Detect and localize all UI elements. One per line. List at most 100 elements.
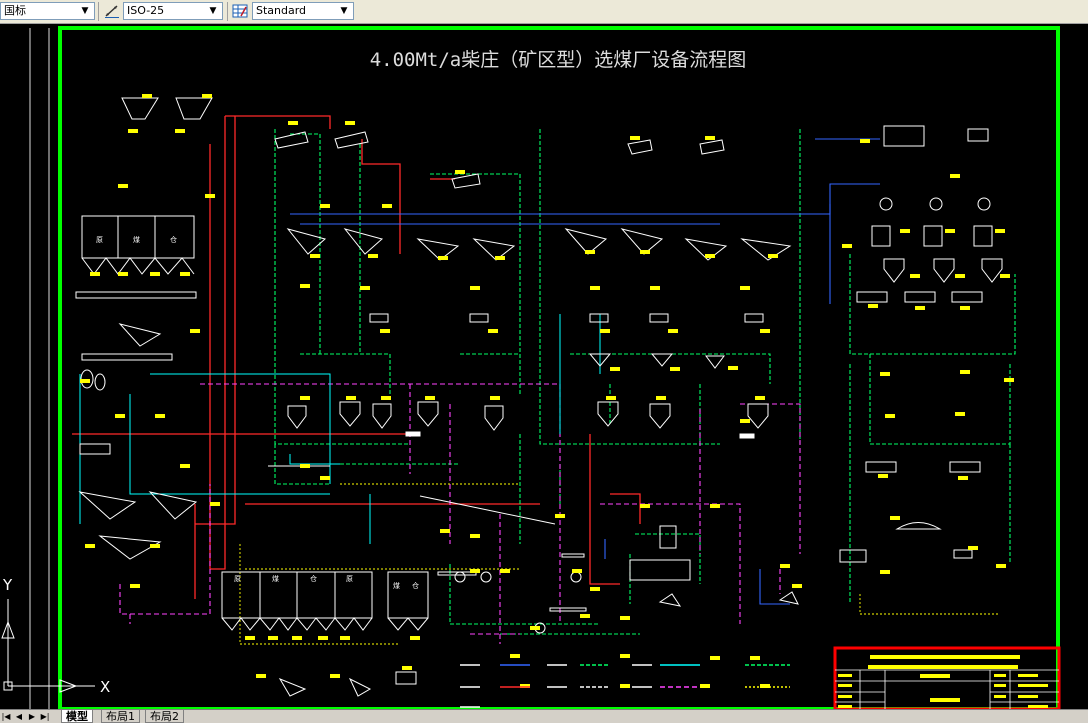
bin-label: 原: [96, 236, 103, 244]
equipment-number-tag: [495, 256, 505, 260]
equipment-number-tag: [300, 464, 310, 468]
equipment-number-tag: [470, 286, 480, 290]
equipment-number-tag: [792, 584, 802, 588]
equipment-number-tag: [510, 654, 520, 658]
equipment-number-tag: [150, 272, 160, 276]
equipment-number-tag: [620, 616, 630, 620]
drawing-frame: [58, 26, 1060, 709]
equipment-number-tag: [380, 329, 390, 333]
equipment-number-tag: [318, 636, 328, 640]
equipment-group: [75, 97, 1003, 697]
equipment-number-tag: [640, 250, 650, 254]
equipment-number-tag: [900, 229, 910, 233]
last-tab-button[interactable]: ▶|: [40, 712, 50, 721]
equipment-number-tag: [996, 564, 1006, 568]
first-tab-button[interactable]: |◀: [1, 712, 11, 721]
chevron-down-icon[interactable]: ▼: [81, 6, 89, 16]
drawing-title: 4.00Mt/a柴庄（矿区型）选煤厂设备流程图: [370, 49, 747, 71]
equipment-number-tag: [968, 546, 978, 550]
filter-press: [856, 291, 888, 303]
equipment-number-tag: [320, 204, 330, 208]
flowsheet-drawing: 4.00Mt/a柴庄（矿区型）选煤厂设备流程图: [0, 24, 1088, 709]
equipment-number-tag: [755, 396, 765, 400]
equipment-number-tag: [760, 329, 770, 333]
equipment-number-tag: [128, 129, 138, 133]
equipment-number-tag: [555, 514, 565, 518]
equipment-number-tag: [750, 656, 760, 660]
equipment-number-tag: [580, 614, 590, 618]
equipment-number-tag: [630, 136, 640, 140]
tab-layout2[interactable]: 布局2: [145, 710, 184, 723]
equipment-number-tag: [180, 464, 190, 468]
equipment-number-tags: [80, 94, 1014, 688]
equipment-number-tag: [710, 656, 720, 660]
bin-label: 仓: [310, 574, 317, 583]
equipment-number-tag: [340, 636, 350, 640]
equipment-number-tag: [1004, 378, 1014, 382]
equipment-number-tag: [425, 396, 435, 400]
equipment-number-tag: [950, 174, 960, 178]
ucs-icon: Y X: [1, 576, 110, 696]
equipment-number-tag: [360, 286, 370, 290]
equipment-number-tag: [740, 419, 750, 423]
table-style-value: Standard: [256, 4, 307, 17]
equipment-number-tag: [210, 502, 220, 506]
equipment-number-tag: [438, 256, 448, 260]
model-space-canvas[interactable]: 4.00Mt/a柴庄（矿区型）选煤厂设备流程图: [0, 24, 1088, 709]
equipment-number-tag: [382, 204, 392, 208]
green-flow-lines: [274, 129, 1016, 635]
equipment-number-tag: [440, 529, 450, 533]
equipment-number-tag: [915, 306, 925, 310]
equipment-number-tag: [310, 254, 320, 258]
table-style-icon[interactable]: [232, 3, 248, 19]
dimension-style-select[interactable]: ISO-25 ▼: [123, 2, 223, 20]
equipment-number-tag: [955, 274, 965, 278]
equipment-number-tag: [606, 396, 616, 400]
equipment-number-tag: [80, 379, 90, 383]
bin-label: 原: [234, 575, 241, 583]
equipment-number-tag: [268, 636, 278, 640]
equipment-number-tag: [175, 129, 185, 133]
equipment-number-tag: [668, 329, 678, 333]
equipment-number-tag: [500, 569, 510, 573]
styles-toolbar: 国标 ▼ ISO-25 ▼ Standard ▼: [0, 0, 1088, 24]
equipment-number-tag: [381, 396, 391, 400]
text-style-select[interactable]: 国标 ▼: [0, 2, 95, 20]
equipment-number-tag: [368, 254, 378, 258]
toolbar-separator: [98, 2, 99, 21]
equipment-number-tag: [300, 396, 310, 400]
equipment-number-tag: [656, 396, 666, 400]
equipment-number-tag: [740, 286, 750, 290]
equipment-number-tag: [455, 170, 465, 174]
chevron-down-icon[interactable]: ▼: [209, 6, 217, 16]
equipment-number-tag: [960, 306, 970, 310]
equipment-number-tag: [118, 272, 128, 276]
layout-tab-bar: |◀ ◀ ▶ ▶| 模型 布局1 布局2: [0, 709, 1088, 723]
equipment-number-tag: [115, 414, 125, 418]
equipment-number-tag: [650, 286, 660, 290]
equipment-number-tag: [728, 366, 738, 370]
equipment-number-tag: [155, 414, 165, 418]
equipment-number-tag: [670, 367, 680, 371]
tab-layout1[interactable]: 布局1: [101, 710, 140, 723]
table-style-select[interactable]: Standard ▼: [252, 2, 354, 20]
tab-model[interactable]: 模型: [61, 710, 93, 723]
drawing-background: [0, 24, 1088, 709]
equipment-number-tag: [590, 587, 600, 591]
equipment-number-tag: [710, 504, 720, 508]
equipment-number-tag: [590, 286, 600, 290]
dimension-style-icon[interactable]: [104, 3, 120, 19]
equipment-number-tag: [700, 684, 710, 688]
bin-label: 煤: [133, 235, 140, 244]
equipment-number-tag: [330, 674, 340, 678]
next-tab-button[interactable]: ▶: [28, 712, 36, 721]
toolbar-separator: [227, 2, 228, 21]
equipment-number-tag: [85, 544, 95, 548]
chevron-down-icon[interactable]: ▼: [340, 6, 348, 16]
equipment-number-tag: [470, 534, 480, 538]
equipment-number-tag: [488, 329, 498, 333]
equipment-number-tag: [890, 516, 900, 520]
equipment-number-tag: [118, 184, 128, 188]
equipment-number-tag: [995, 229, 1005, 233]
prev-tab-button[interactable]: ◀: [15, 712, 23, 721]
